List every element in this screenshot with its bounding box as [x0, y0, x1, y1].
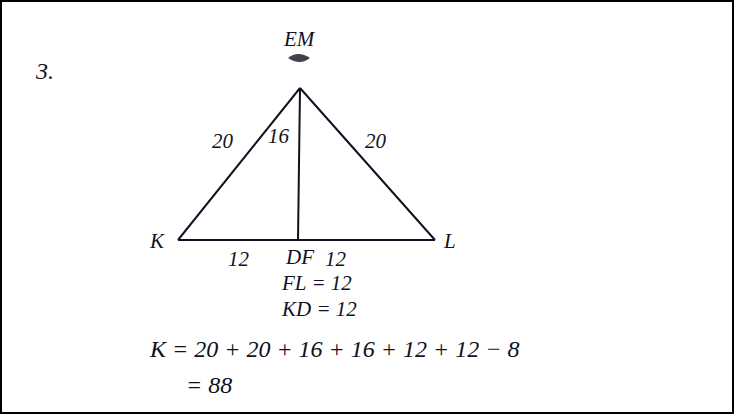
- side-length: 20: [365, 130, 386, 153]
- base-length: 12: [228, 248, 249, 271]
- scribble-mark: [288, 54, 310, 62]
- equation-note: FL = 12: [282, 272, 352, 295]
- equation-note: KD = 12: [282, 298, 357, 321]
- vertex-label: EM: [284, 28, 314, 51]
- problem-number: 3.: [36, 58, 54, 84]
- sum-equation: K = 20 + 20 + 16 + 16 + 12 + 12 − 8: [150, 336, 519, 362]
- triangle-side: [300, 88, 435, 240]
- triangle-height: [298, 88, 300, 240]
- triangle-side: [178, 88, 300, 240]
- vertex-label: L: [444, 230, 456, 253]
- side-length: 20: [212, 130, 233, 153]
- base-length: 12: [325, 248, 346, 271]
- triangle-base: [178, 239, 435, 241]
- vertex-label: DF: [286, 246, 314, 269]
- sum-result: = 88: [186, 372, 232, 398]
- vertex-label: K: [150, 230, 164, 253]
- height-length: 16: [268, 125, 289, 148]
